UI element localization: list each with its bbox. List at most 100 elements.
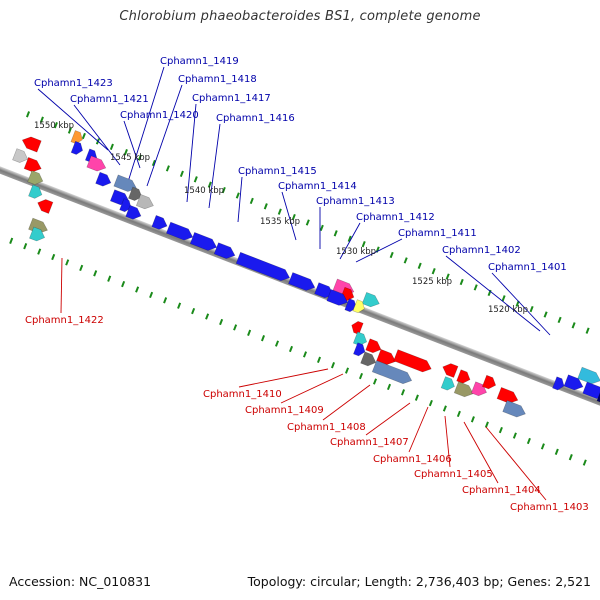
gene-feature[interactable] [502,400,528,419]
gene-feature[interactable] [12,148,30,165]
upper-leader-line [186,103,197,203]
gene-feature[interactable] [350,320,364,335]
upper-leader-line [281,191,297,241]
scale-tick-inner [400,389,406,396]
gene-feature[interactable] [371,360,414,387]
upper-leader-line [208,123,221,209]
gene-feature[interactable] [577,366,600,386]
gene-label-upper[interactable]: Cphamn1_1401 [488,262,567,273]
map-title: Chlorobium phaeobacteroides BS1, complet… [119,9,481,24]
gene-label-lower[interactable]: Cphamn1_1406 [373,454,452,465]
gene-label-upper[interactable]: Cphamn1_1417 [192,93,271,104]
gene-label-lower[interactable]: Cphamn1_1404 [462,485,541,496]
scale-tick-inner [470,416,475,423]
gene-feature[interactable] [376,349,398,367]
gene-feature[interactable] [344,298,359,314]
scale-tick-outer [81,132,86,140]
gene-feature[interactable] [36,197,54,214]
gene-feature[interactable] [165,221,195,243]
gene-label-lower[interactable]: Cphamn1_1422 [25,315,104,326]
scale-tick-outer [529,305,534,313]
gene-feature[interactable] [27,170,45,187]
gene-feature[interactable] [353,342,367,358]
scale-tick-outer [543,311,548,318]
scale-tick-inner [512,432,517,439]
scale-tick-inner [23,243,28,250]
gene-label-upper[interactable]: Cphamn1_1416 [216,113,295,124]
gene-label-lower[interactable]: Cphamn1_1405 [414,469,493,480]
gene-feature[interactable] [235,251,292,283]
gene-feature[interactable] [86,155,108,174]
gene-feature[interactable] [288,272,317,294]
gene-feature[interactable] [213,242,237,261]
gene-feature[interactable] [496,387,520,405]
gene-feature[interactable] [20,134,42,153]
gene-feature[interactable] [365,338,383,355]
scale-tick-inner [372,378,378,385]
gene-feature[interactable] [151,215,169,231]
gene-feature[interactable] [70,130,85,146]
gene-feature[interactable] [393,349,434,375]
lower-leader-line [485,426,547,501]
gene-label-upper[interactable]: Cphamn1_1413 [316,196,395,207]
gene-feature[interactable] [70,140,85,156]
scale-label: 1545 kbp [110,153,150,163]
gene-label-upper[interactable]: Cphamn1_1402 [442,245,521,256]
lower-leader-line [463,421,499,484]
scale-tick-inner [386,383,392,391]
scale-tick-outer [207,181,212,188]
gene-label-upper[interactable]: Cphamn1_1423 [34,78,113,89]
gene-feature[interactable] [360,351,378,368]
gene-feature[interactable] [119,198,134,214]
gene-feature[interactable] [128,186,144,203]
scale-tick-outer [473,284,478,291]
scale-tick-inner [121,280,126,288]
scale-tick-inner [582,459,587,466]
scale-tick-inner [526,437,531,445]
gene-label-lower[interactable]: Cphamn1_1410 [203,389,282,400]
gene-feature[interactable] [125,204,143,221]
gene-label-upper[interactable]: Cphamn1_1421 [70,94,149,105]
gene-feature[interactable] [596,389,600,412]
gene-feature[interactable] [29,226,46,243]
gene-feature[interactable] [28,184,45,201]
gene-label-lower[interactable]: Cphamn1_1408 [287,422,366,433]
gene-feature[interactable] [470,381,488,398]
gene-feature[interactable] [326,289,350,308]
gene-feature[interactable] [563,374,585,393]
scale-tick-outer [221,186,226,194]
gene-feature[interactable] [135,194,155,211]
scale-tick-outer [123,149,128,156]
gene-feature[interactable] [361,292,381,309]
gene-label-lower[interactable]: Cphamn1_1407 [330,437,409,448]
gene-label-upper[interactable]: Cphamn1_1414 [278,181,357,192]
scale-tick-inner [107,275,112,282]
scale-tick-inner [149,291,154,299]
gene-label-upper[interactable]: Cphamn1_1415 [238,166,317,177]
gene-label-upper[interactable]: Cphamn1_1411 [398,228,477,239]
gene-label-lower[interactable]: Cphamn1_1409 [245,405,324,416]
gene-label-lower[interactable]: Cphamn1_1403 [510,502,589,513]
gene-feature[interactable] [352,299,367,315]
gene-label-upper[interactable]: Cphamn1_1412 [356,212,435,223]
gene-feature[interactable] [352,331,369,348]
gene-feature[interactable] [189,232,219,253]
gene-feature[interactable] [441,361,459,378]
scale-tick-inner [456,410,461,418]
gene-feature[interactable] [481,374,498,391]
gene-feature[interactable] [23,157,43,174]
upper-leader-line [355,238,403,263]
gene-feature[interactable] [552,376,567,392]
gene-feature[interactable] [95,171,113,188]
gene-label-upper[interactable]: Cphamn1_1420 [120,110,199,121]
scale-tick-inner [93,270,98,277]
gene-feature[interactable] [440,376,457,393]
gene-feature[interactable] [453,381,475,400]
gene-label-upper[interactable]: Cphamn1_1418 [178,74,257,85]
lower-leader-line [60,257,63,314]
scale-tick-outer [109,143,114,150]
gene-label-upper[interactable]: Cphamn1_1419 [160,56,239,67]
scale-tick-outer [67,127,72,134]
scale-tick-outer [501,295,506,302]
gene-feature[interactable] [456,369,473,386]
